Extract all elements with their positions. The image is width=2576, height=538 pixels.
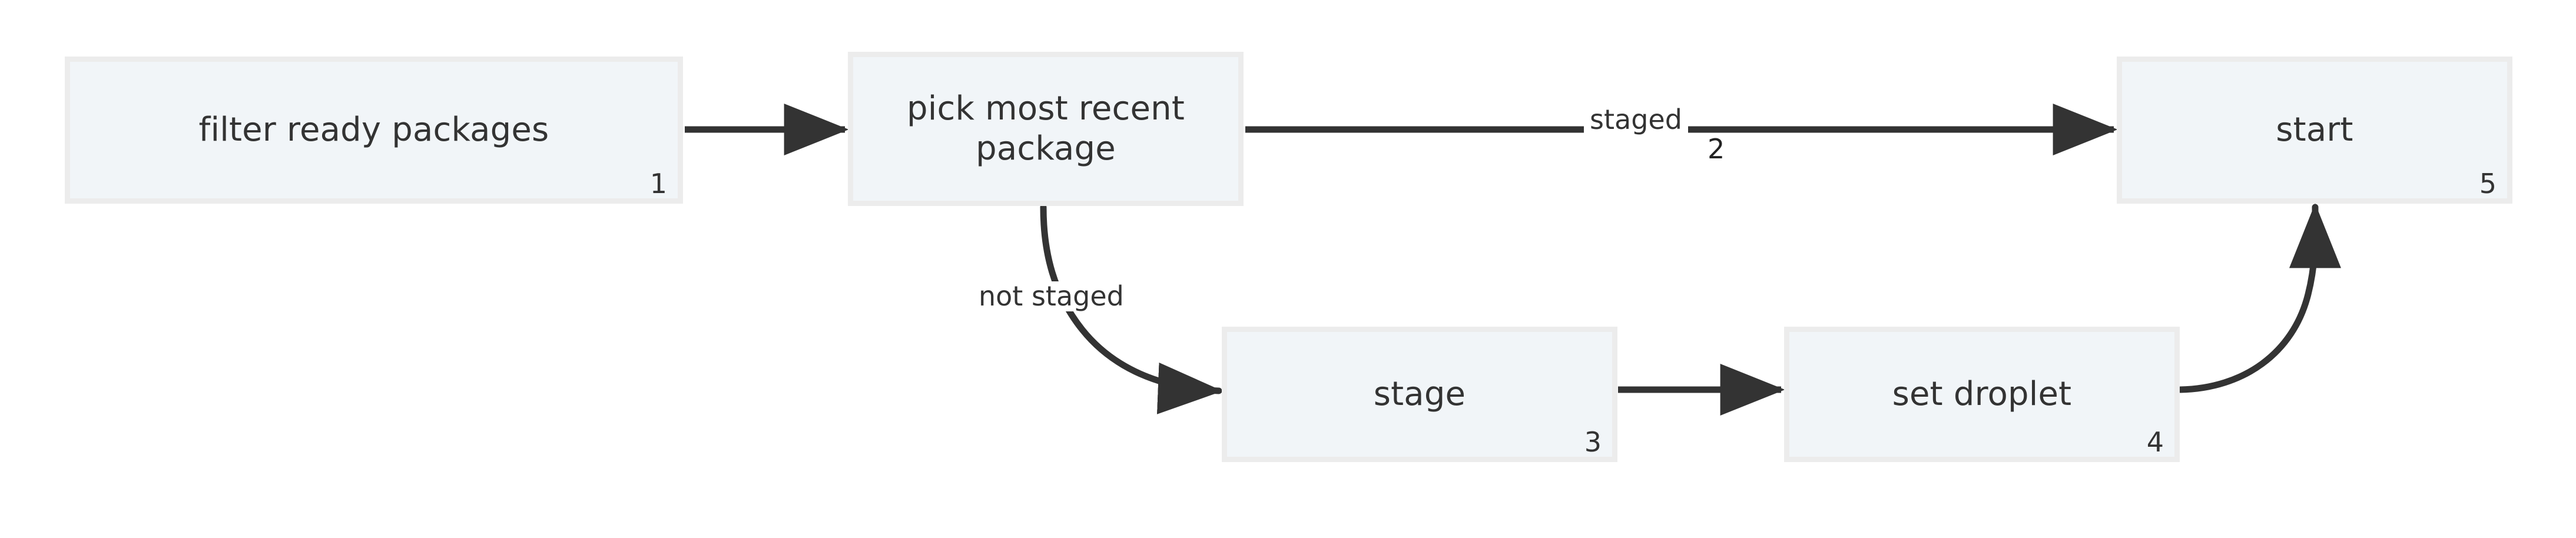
node-label: filter ready packages [198, 110, 549, 149]
edge-pick-to-stage-not-staged [1040, 204, 1223, 414]
node-stage[interactable]: stage 3 [1222, 327, 1617, 462]
edge-label-staged: staged [1584, 105, 1688, 135]
edge-label-not-staged: not staged [973, 281, 1130, 311]
edge-index-staged: 2 [1708, 133, 1725, 165]
node-pick-most-recent-package[interactable]: pick most recent package [848, 52, 1244, 206]
node-index: 3 [1584, 426, 1602, 458]
node-label: stage [1373, 374, 1466, 413]
node-start[interactable]: start 5 [2117, 57, 2512, 204]
node-index: 4 [2146, 426, 2164, 458]
node-label: start [2276, 110, 2353, 149]
edge-set-droplet-to-start [2177, 203, 2342, 393]
node-index: 1 [649, 168, 667, 200]
node-index: 5 [2479, 168, 2497, 200]
node-set-droplet[interactable]: set droplet 4 [1784, 327, 2180, 462]
node-label: pick most recent package [906, 89, 1185, 168]
node-filter-ready-packages[interactable]: filter ready packages 1 [65, 57, 683, 204]
node-label: set droplet [1892, 374, 2072, 413]
